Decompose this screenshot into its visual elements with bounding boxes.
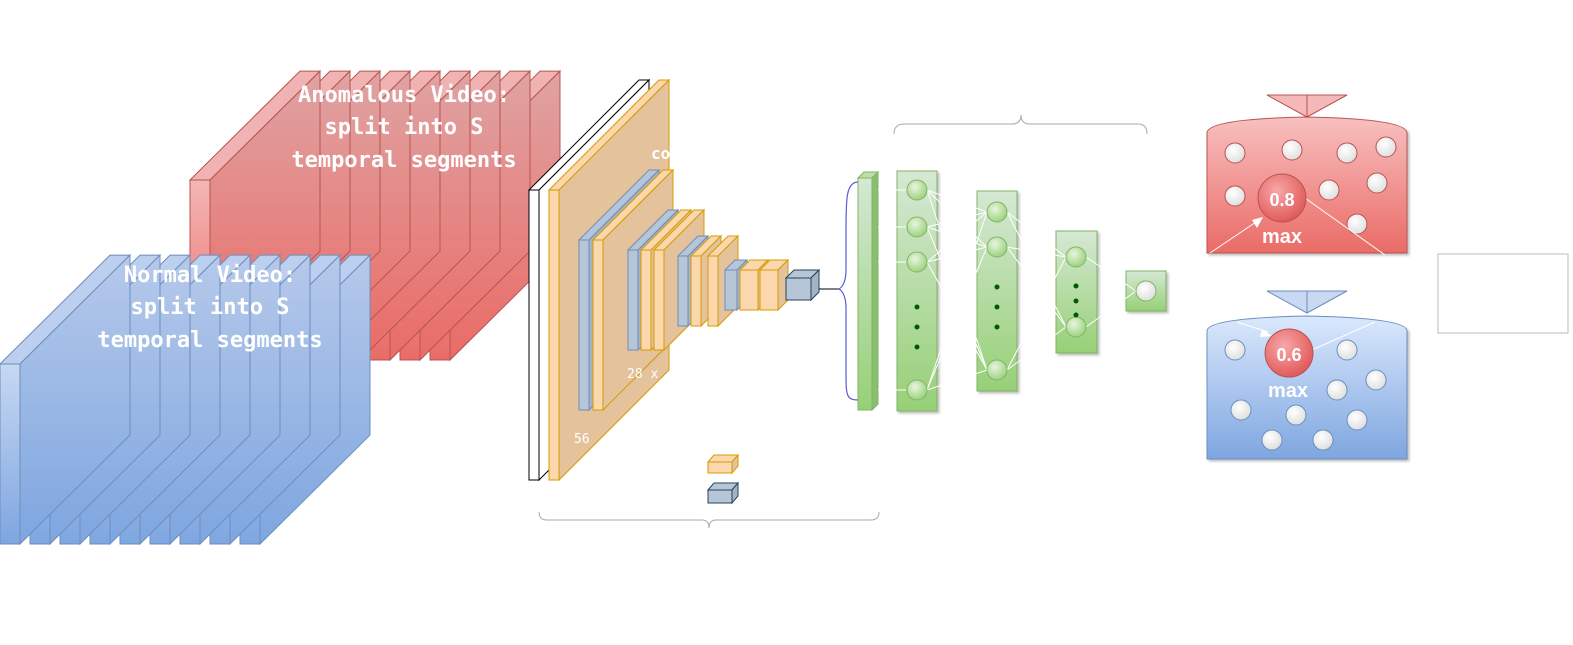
fc-edge — [1006, 246, 1067, 328]
legend-conv-icon — [706, 453, 740, 475]
feature-vector — [856, 170, 880, 412]
fc-edge — [926, 189, 988, 248]
feature-brace-icon — [837, 181, 859, 401]
cnn-label-co: co — [651, 144, 670, 163]
fc-neuron — [986, 201, 1008, 223]
fc-edge — [1085, 256, 1137, 292]
anomalous-video-label-line3: temporal segments — [291, 148, 516, 173]
cnn-label-56: 56 — [574, 432, 590, 447]
cnn-feature-extractor: co 56 28 x — [527, 78, 859, 482]
fc-neuron — [1135, 280, 1157, 302]
fc-neuron — [906, 179, 928, 201]
fc-edge — [926, 246, 988, 263]
fc-edge — [926, 211, 988, 391]
bag-instance — [1224, 142, 1246, 164]
anomalous-bag: 0.8 max — [1206, 94, 1408, 256]
fc-edge — [1006, 211, 1067, 328]
bag-instance — [1230, 399, 1252, 421]
bag-instance — [1366, 172, 1388, 194]
fc-neuron — [906, 216, 928, 238]
bag-instance — [1261, 429, 1283, 451]
fc-layer-1 — [896, 170, 938, 412]
ellipsis-dot — [1073, 283, 1079, 289]
fc-edge — [926, 369, 988, 391]
normal-max-label: max — [1268, 380, 1308, 402]
fc-edge — [926, 261, 988, 371]
cnn-bottom-brace — [538, 511, 880, 529]
bag-instance — [1336, 339, 1358, 361]
normal-video-frame — [0, 253, 132, 546]
bag-instance — [1224, 185, 1246, 207]
bag-instance — [1318, 179, 1340, 201]
normal-video-label-line1: Normal Video: — [124, 263, 296, 288]
fc-edge — [1006, 246, 1067, 258]
fc-neuron — [986, 359, 1008, 381]
anomalous-bag-instances — [1224, 136, 1397, 235]
fc-edge — [1085, 290, 1137, 328]
fc-edge — [926, 246, 988, 391]
bag-instance — [1285, 404, 1307, 426]
normal-max-instance — [1264, 328, 1314, 378]
bag-instance — [1224, 339, 1246, 361]
ellipsis-dot — [1073, 298, 1079, 304]
bag-instance — [1365, 369, 1387, 391]
fc-neuron — [986, 236, 1008, 258]
fc-neuron — [906, 379, 928, 401]
ellipsis-dot — [994, 284, 1000, 290]
legend-pool-icon — [706, 481, 740, 505]
normal-bag: 0.6 max — [1206, 290, 1408, 460]
fc-neuron — [1065, 246, 1087, 268]
ellipsis-dot — [914, 324, 920, 330]
bag-instance — [1336, 142, 1358, 164]
fc-edge — [1006, 256, 1067, 371]
normal-video-label-line2: split into S — [131, 295, 290, 320]
fc-top-brace — [893, 114, 1148, 135]
cnn-label-28: 28 x — [627, 367, 658, 382]
anomalous-video-label-line2: split into S — [325, 115, 484, 140]
normal-video-label-line3: temporal segments — [97, 328, 322, 353]
normal-video-frame-stack — [0, 253, 372, 546]
pool-block-5 — [784, 268, 821, 302]
ellipsis-dot — [1073, 312, 1079, 318]
bag-instance — [1326, 379, 1348, 401]
anomalous-max-instance — [1257, 173, 1307, 223]
anomalous-max-label: max — [1262, 226, 1302, 248]
bag-instance — [1346, 409, 1368, 431]
bag-instance — [1281, 139, 1303, 161]
fc-layer-2 — [976, 190, 1018, 392]
fc-neurons — [906, 179, 1157, 401]
fc-edge — [926, 189, 988, 371]
fc-edge — [926, 226, 988, 371]
normal-max-score: 0.6 — [1276, 345, 1301, 365]
loss-box — [1437, 253, 1569, 334]
fc-connections — [878, 189, 1137, 391]
fc-neuron — [906, 251, 928, 273]
anomalous-video-label-line1: Anomalous Video: — [298, 83, 510, 108]
fc-neuron — [1065, 316, 1087, 338]
fc-edge — [926, 211, 988, 263]
fc-edge — [926, 211, 988, 228]
normal-bag-instances — [1224, 339, 1387, 451]
ellipsis-dot — [914, 344, 920, 350]
anomalous-max-score: 0.8 — [1269, 190, 1294, 210]
ellipsis-dot — [914, 304, 920, 310]
bag-instance — [1346, 213, 1368, 235]
bag-instance — [1312, 429, 1334, 451]
ellipsis-dot — [994, 304, 1000, 310]
bag-instance — [1375, 136, 1397, 158]
fc-edge — [926, 189, 988, 213]
conv-block-5 — [738, 258, 790, 312]
fc-edge — [1006, 326, 1067, 371]
fc-edge — [1006, 211, 1067, 258]
ellipsis-dot — [994, 324, 1000, 330]
